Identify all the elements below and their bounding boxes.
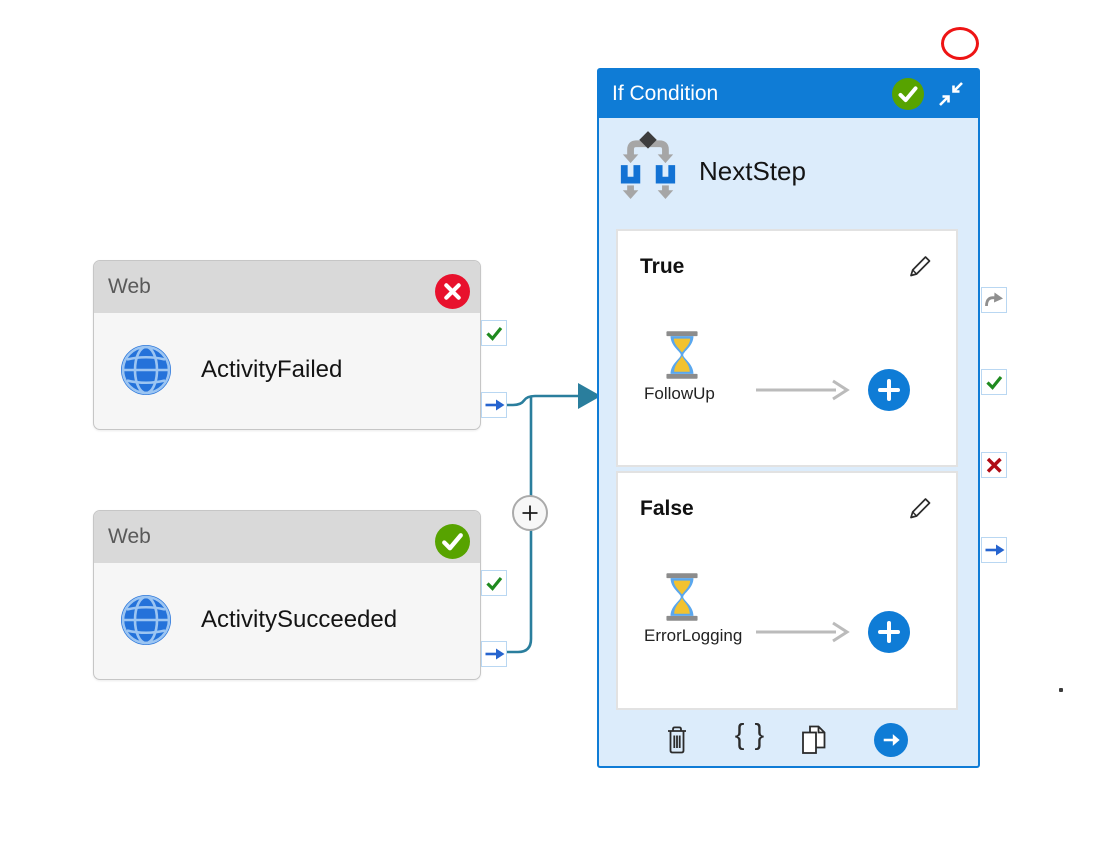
- navigate-arrow-button[interactable]: [874, 723, 908, 757]
- activity-type-header: Web: [94, 261, 480, 313]
- skipped-output-port[interactable]: [981, 287, 1007, 313]
- globe-icon: [121, 345, 171, 395]
- check-icon: [986, 375, 1003, 390]
- plus-icon: [878, 621, 900, 643]
- delete-trash-icon[interactable]: [662, 723, 692, 757]
- globe-icon: [121, 595, 171, 645]
- add-connection-button[interactable]: [512, 495, 548, 531]
- if-condition-activity[interactable]: If Condition NextStep: [597, 68, 980, 768]
- wait-activity[interactable]: [664, 573, 700, 621]
- add-activity-button[interactable]: [868, 369, 910, 411]
- activity-name: ActivityFailed: [201, 356, 343, 383]
- if-condition-header[interactable]: If Condition: [599, 70, 978, 118]
- edit-pencil-icon[interactable]: [904, 251, 934, 281]
- activity-web-succeeded[interactable]: Web ActivitySucceeded: [93, 510, 481, 680]
- plus-icon: [522, 505, 538, 521]
- stray-dot: [1059, 688, 1063, 692]
- check-icon: [486, 326, 503, 341]
- false-branch-card[interactable]: False ErrorLogging: [616, 471, 958, 710]
- hourglass-icon: [666, 331, 698, 379]
- arrow-right-icon: [485, 648, 504, 660]
- completion-output-port[interactable]: [981, 537, 1007, 563]
- collapse-icon[interactable]: [936, 79, 966, 109]
- failed-badge-icon: [435, 274, 470, 309]
- wait-activity-name[interactable]: ErrorLogging: [644, 626, 743, 645]
- skip-arrow-icon: [985, 292, 1003, 307]
- add-activity-button[interactable]: [868, 611, 910, 653]
- wait-activity[interactable]: [664, 331, 700, 379]
- if-condition-title: If Condition: [612, 82, 719, 105]
- succeeded-badge-icon: [435, 524, 470, 559]
- branch-label: True: [640, 255, 685, 278]
- if-condition-icon: [620, 131, 676, 199]
- highlight-annotation-circle: [941, 27, 979, 60]
- success-output-port[interactable]: [981, 369, 1007, 395]
- activity-web-failed[interactable]: Web ActivityFailed: [93, 260, 481, 430]
- check-icon: [486, 576, 503, 591]
- copy-icon[interactable]: [798, 723, 830, 757]
- activity-name: ActivitySucceeded: [201, 606, 398, 633]
- if-condition-name: NextStep: [699, 156, 806, 186]
- flow-arrow-icon: [756, 379, 850, 401]
- x-icon: [986, 457, 1002, 473]
- branch-label: False: [640, 497, 694, 520]
- wait-activity-name[interactable]: FollowUp: [644, 384, 715, 403]
- arrow-right-icon: [883, 734, 900, 746]
- plus-icon: [878, 379, 900, 401]
- arrow-right-icon: [485, 399, 504, 411]
- activity-type-label: Web: [108, 525, 151, 548]
- flow-arrow-icon: [756, 621, 850, 643]
- failure-output-port[interactable]: [981, 452, 1007, 478]
- edit-pencil-icon[interactable]: [904, 493, 934, 523]
- success-output-port[interactable]: [481, 570, 507, 596]
- completion-output-port[interactable]: [481, 392, 507, 418]
- hourglass-icon: [666, 573, 698, 621]
- true-branch-card[interactable]: True FollowUp: [616, 229, 958, 467]
- success-output-port[interactable]: [481, 320, 507, 346]
- succeeded-badge-icon: [892, 78, 924, 110]
- code-braces-icon[interactable]: { }: [734, 719, 766, 751]
- activity-type-label: Web: [108, 275, 151, 298]
- completion-output-port[interactable]: [481, 641, 507, 667]
- activity-type-header: Web: [94, 511, 480, 563]
- arrow-right-icon: [985, 544, 1004, 556]
